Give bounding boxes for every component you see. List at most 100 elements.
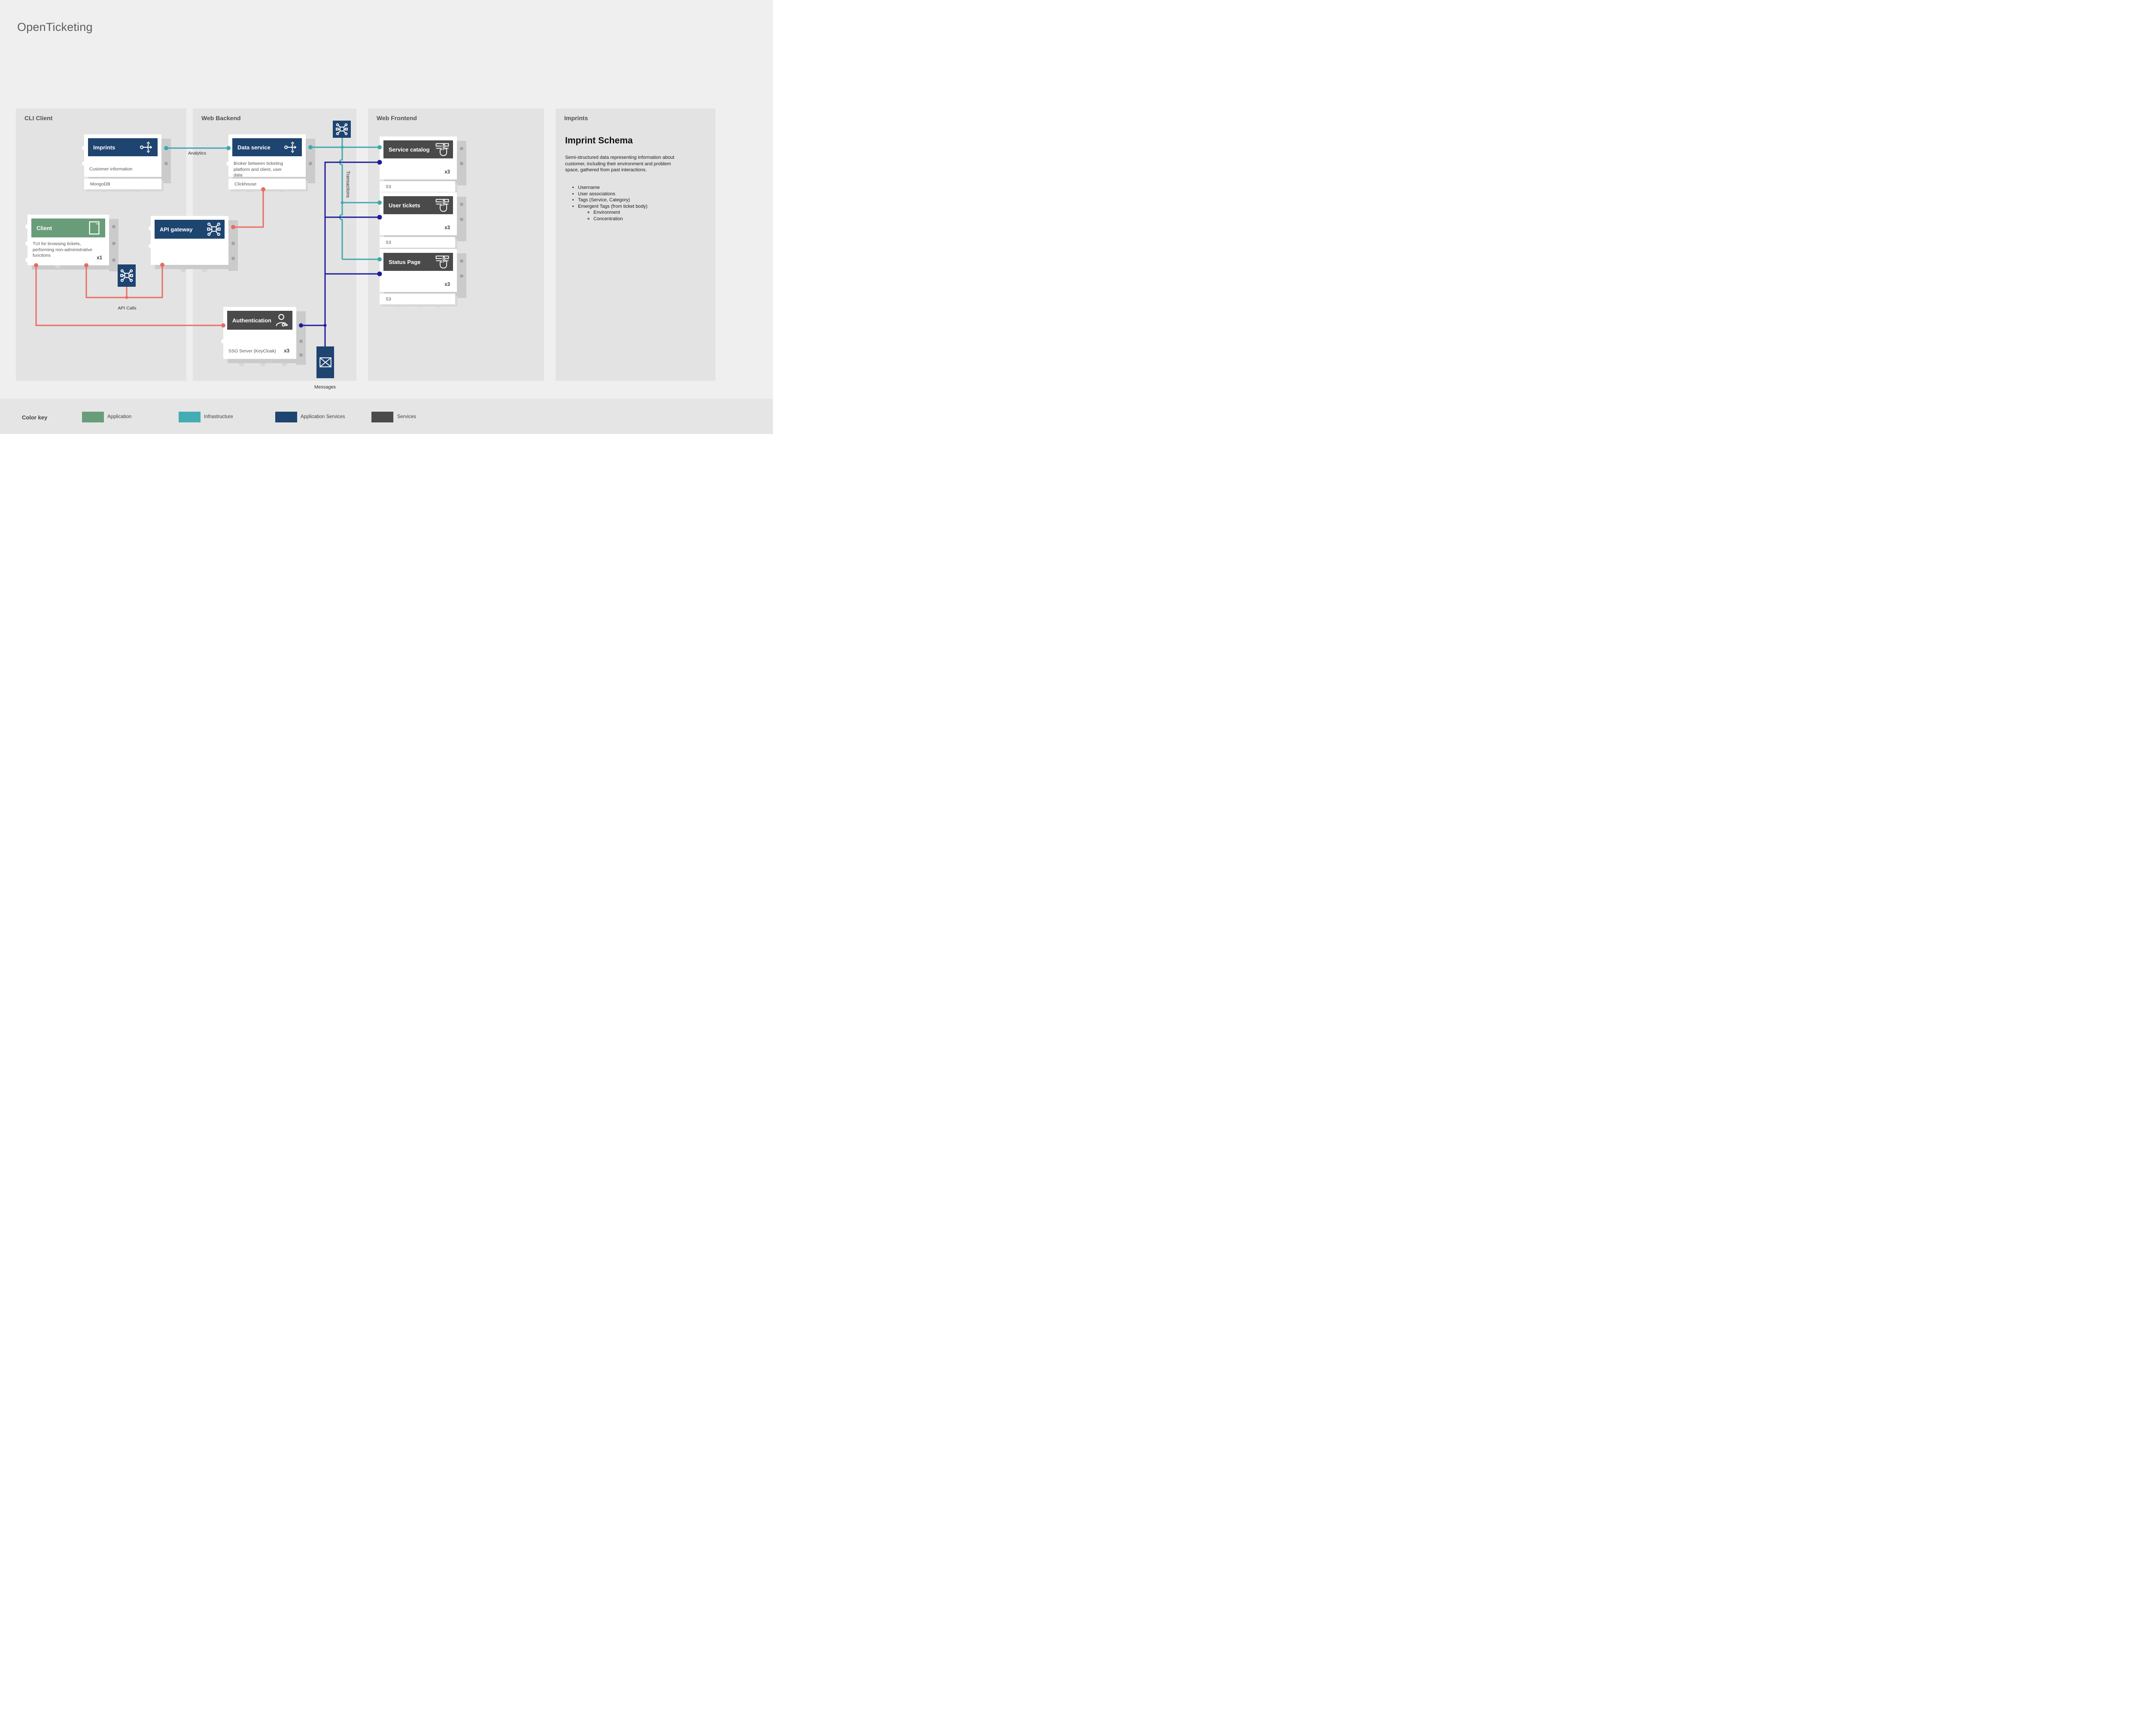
legend-label-services: Services — [397, 414, 417, 419]
imprints-box[interactable]: Imprints Customer information — [84, 134, 161, 177]
connector-tab — [134, 189, 140, 192]
port-bump — [221, 339, 225, 343]
port-bump — [25, 258, 30, 262]
s3-label: S3 — [386, 240, 391, 245]
user-tickets-title: User tickets — [389, 202, 420, 209]
legend-swatch-application-services — [275, 412, 297, 422]
connector-tab — [260, 363, 266, 366]
messages-connection-label: Messages — [314, 385, 336, 390]
status-page-box[interactable]: Status Page x3 — [380, 249, 457, 292]
service-catalog-header: Service catalog — [383, 140, 453, 158]
port-bump — [82, 161, 86, 166]
imprints-box-title: Imprints — [93, 144, 116, 151]
transactions-network-icon[interactable] — [333, 121, 351, 138]
api-gateway-header: API gateway — [155, 220, 225, 239]
s3-card[interactable]: S3 — [380, 181, 455, 192]
imprint-schema-list: Username User associations Tags (Service… — [565, 185, 648, 222]
authentication-subtitle: SSO Server (KeyCloak) — [228, 349, 276, 354]
sub-list-item: Environment — [593, 209, 648, 216]
mongodb-card[interactable]: MongoDB — [84, 179, 161, 189]
legend-swatch-services — [371, 412, 393, 422]
service-catalog-box[interactable]: Service catalog x3 — [380, 137, 457, 179]
api-calls-connection-label: API Calls — [118, 306, 137, 311]
route-icon — [284, 141, 297, 153]
connector-tab — [417, 304, 422, 307]
network-icon — [207, 222, 221, 236]
group-label-imprints: Imprints — [564, 115, 588, 121]
mongodb-label: MongoDB — [90, 181, 110, 187]
status-page-title: Status Page — [389, 258, 421, 265]
messages-envelope-icon[interactable] — [316, 346, 334, 378]
connector-tab — [282, 363, 287, 366]
port-bump — [82, 146, 86, 150]
s3-label: S3 — [386, 184, 391, 189]
status-page-header: Status Page — [383, 253, 453, 271]
client-header: Client — [31, 219, 105, 237]
clickhouse-label: Clickhouse — [234, 181, 257, 187]
data-service-description: Broker between ticketing platform and cl… — [234, 161, 283, 178]
page-title: OpenTicketing — [17, 21, 93, 33]
user-tickets-header: User tickets — [383, 196, 453, 214]
legend-title: Color key — [22, 414, 48, 421]
authentication-box[interactable]: Authentication SSO Server (KeyCloak) x3 — [223, 307, 296, 359]
analytics-connection-label: Analytics — [188, 151, 207, 156]
network-icon — [336, 123, 348, 135]
hand-select-icon — [435, 255, 449, 269]
port-bump — [149, 244, 153, 248]
legend-label-application: Application — [107, 414, 132, 419]
authentication-header: Authentication — [227, 311, 292, 330]
s3-card[interactable]: S3 — [380, 237, 455, 248]
route-icon — [140, 141, 152, 153]
group-label-cli: CLI Client — [24, 115, 53, 121]
legend-swatch-infrastructure — [179, 412, 201, 422]
list-item: Emergent Tags (from ticket body) Environ… — [578, 203, 648, 222]
data-service-title: Data service — [237, 144, 271, 151]
client-box[interactable]: Client TUI for browsing tickets, perform… — [27, 215, 109, 265]
client-description: TUI for browsing tickets, performing non… — [33, 241, 92, 258]
group-label-frontend: Web Frontend — [377, 115, 417, 121]
imprints-box-subtitle: Customer information — [89, 167, 133, 172]
service-catalog-count: x3 — [444, 170, 450, 175]
status-page-count: x3 — [444, 282, 450, 287]
client-count: x1 — [97, 255, 102, 261]
hand-select-icon — [435, 143, 449, 156]
connector-tab — [118, 189, 123, 192]
legend-label-application-services: Application Services — [301, 414, 345, 419]
user-tickets-box[interactable]: User tickets x3 — [380, 192, 457, 235]
connector-tab — [397, 304, 402, 307]
network-icon — [120, 269, 133, 282]
port-bump — [25, 241, 30, 246]
authentication-count: x3 — [284, 349, 289, 354]
person-key-icon — [276, 314, 288, 327]
connector-tab — [101, 189, 107, 192]
diagram-canvas: OpenTicketing CLI Client Web Backend Web… — [0, 0, 773, 434]
connector-tab — [239, 363, 244, 366]
group-imprints-panel[interactable]: Imprints — [556, 109, 715, 381]
sub-list-item: Concentration — [593, 216, 648, 222]
s3-card[interactable]: S3 — [380, 294, 455, 304]
list-item: User associations — [578, 191, 648, 197]
group-label-backend: Web Backend — [201, 115, 241, 121]
api-gateway-title: API gateway — [160, 226, 193, 233]
data-service-header: Data service — [232, 138, 302, 156]
client-title: Client — [36, 225, 52, 231]
connector-tab — [279, 189, 285, 192]
imprint-schema-heading: Imprint Schema — [565, 136, 633, 146]
list-item: Username — [578, 185, 648, 191]
envelope-icon — [319, 357, 331, 367]
port-bump — [226, 161, 231, 166]
authentication-title: Authentication — [232, 317, 271, 324]
legend-label-infrastructure: Infrastructure — [204, 414, 233, 419]
connector-tab — [436, 304, 442, 307]
service-catalog-title: Service catalog — [389, 146, 430, 153]
terminal-icon — [89, 221, 100, 235]
api-gateway-box[interactable]: API gateway — [151, 216, 228, 265]
data-service-box[interactable]: Data service Broker between ticketing pl… — [228, 134, 306, 178]
list-item-text: Emergent Tags (from ticket body) — [578, 203, 648, 209]
port-bump — [25, 225, 30, 229]
user-tickets-count: x3 — [444, 225, 450, 231]
api-calls-network-icon[interactable] — [118, 264, 136, 287]
clickhouse-card[interactable]: Clickhouse — [228, 179, 306, 189]
legend-swatch-application — [82, 412, 104, 422]
transactions-connection-label: Transactions — [345, 171, 350, 198]
